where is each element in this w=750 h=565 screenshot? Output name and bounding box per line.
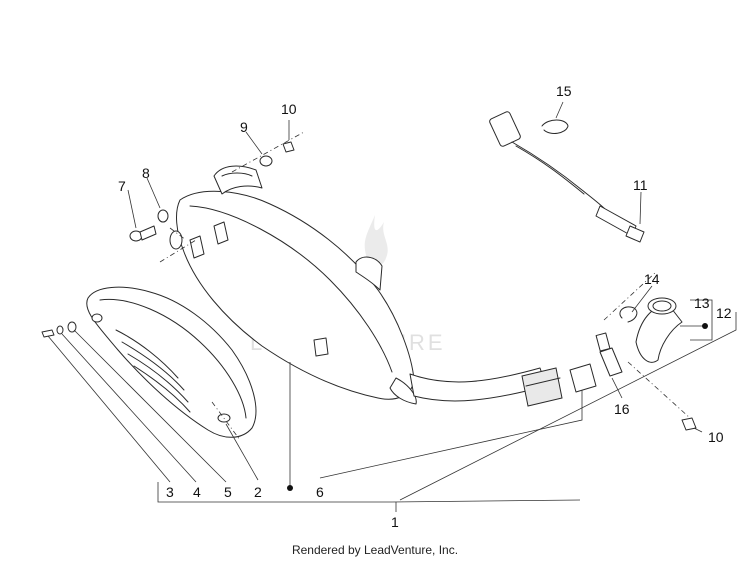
callout-8: 8 bbox=[142, 165, 150, 181]
watermark-flame-icon bbox=[364, 215, 388, 266]
heat-shield bbox=[86, 286, 257, 438]
leader-lines bbox=[47, 101, 737, 512]
callout-15: 15 bbox=[556, 83, 572, 99]
callout-9: 9 bbox=[240, 119, 248, 135]
callout-16: 16 bbox=[614, 401, 630, 417]
callout-12: 12 bbox=[716, 305, 732, 321]
callout-10-top: 10 bbox=[281, 101, 297, 117]
callout-2: 2 bbox=[254, 484, 262, 500]
callout-dot-2 bbox=[287, 485, 293, 491]
rendered-by-footer: Rendered by LeadVenture, Inc. bbox=[291, 543, 459, 557]
callout-5: 5 bbox=[224, 484, 232, 500]
shield-screw bbox=[41, 321, 77, 338]
callout-3: 3 bbox=[166, 484, 174, 500]
callout-dot-12 bbox=[702, 323, 708, 329]
callout-11: 11 bbox=[633, 177, 648, 193]
callout-13: 13 bbox=[694, 295, 710, 311]
mount-bolt bbox=[129, 225, 157, 242]
callout-1: 1 bbox=[391, 514, 399, 530]
bottom-nut bbox=[681, 417, 697, 431]
callout-10-bottom: 10 bbox=[708, 429, 724, 445]
callout-6: 6 bbox=[316, 484, 324, 500]
callout-7: 7 bbox=[118, 178, 126, 194]
muffler bbox=[169, 165, 563, 407]
callouts: 1 2 3 4 5 6 7 8 9 10 10 11 12 13 14 15 1… bbox=[118, 83, 732, 530]
pipe-sleeve bbox=[569, 363, 597, 393]
sensor-boss bbox=[595, 332, 623, 377]
sensor-clip bbox=[541, 119, 569, 134]
callout-4: 4 bbox=[193, 484, 201, 500]
top-washer bbox=[259, 155, 273, 167]
oxygen-sensor bbox=[489, 111, 645, 243]
top-nut bbox=[282, 141, 295, 153]
callout-14: 14 bbox=[644, 271, 660, 287]
exhaust-elbow bbox=[635, 297, 683, 363]
assembly-lines bbox=[159, 131, 691, 441]
mount-washer bbox=[157, 209, 169, 223]
circlip bbox=[619, 306, 638, 323]
